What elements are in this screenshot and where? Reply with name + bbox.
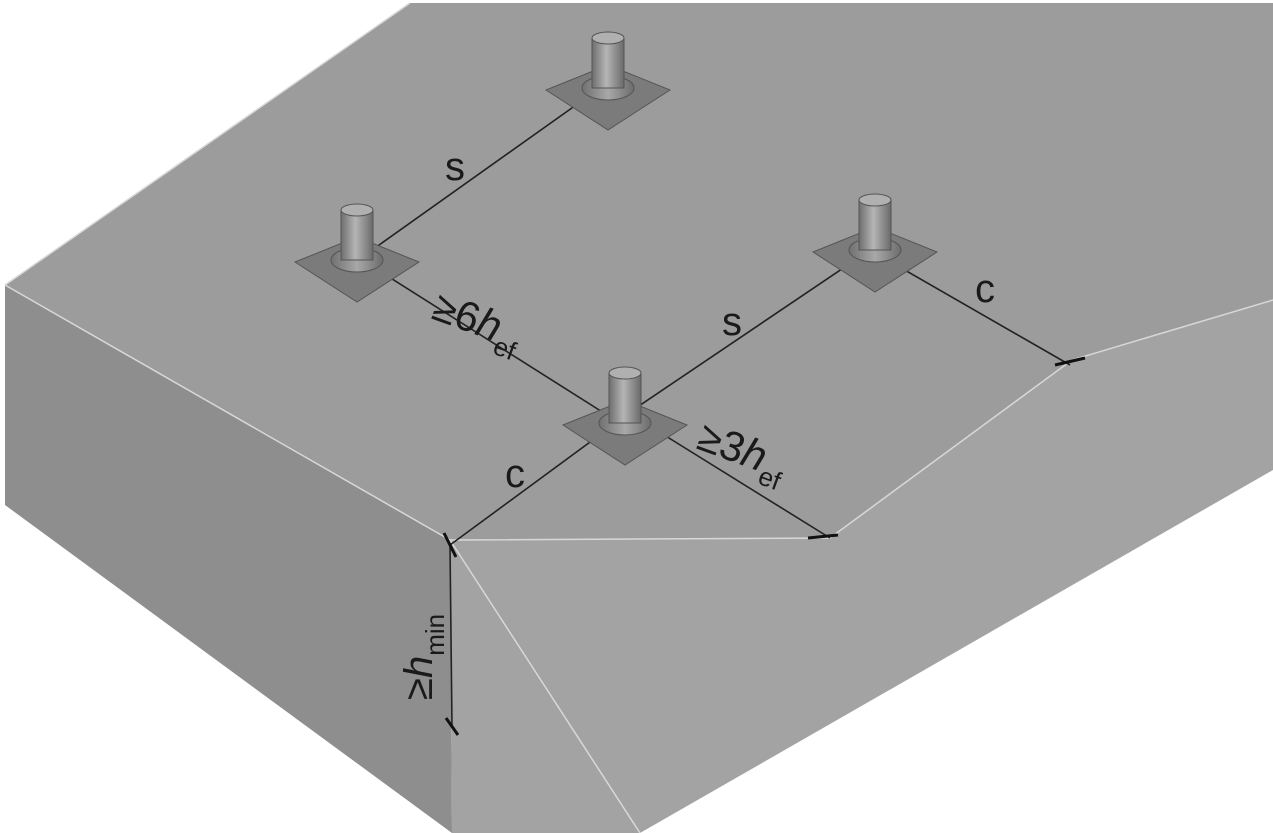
- label-hmin-sub: min: [420, 614, 450, 656]
- anchor-right: [811, 193, 939, 293]
- dim-line-6hef: [369, 264, 616, 421]
- svg-text:≥hmin: ≥hmin: [397, 614, 450, 700]
- dim-tick: [442, 532, 458, 558]
- dim-line-s-top: [364, 87, 601, 256]
- label-hmin-prefix: ≥: [397, 678, 441, 700]
- dim-tick: [807, 533, 839, 540]
- anchor-front: [561, 366, 689, 466]
- dim-line-3hef: [639, 419, 831, 539]
- slab-front-face: [450, 300, 1273, 833]
- anchor-top: [544, 31, 672, 131]
- label-hmin: ≥hmin: [397, 614, 450, 700]
- slab-left-face: [5, 285, 452, 833]
- slab-top-face: [5, 3, 1273, 540]
- label-s-top: s: [445, 145, 465, 189]
- anchor-left: [293, 203, 421, 303]
- label-s-right: s: [722, 300, 742, 344]
- label-c-front: c: [505, 452, 525, 496]
- dim-tick: [444, 717, 460, 736]
- slab-edge-back: [4, 2, 411, 286]
- slab-edge-top: [449, 299, 1273, 541]
- dim-line-s-right: [629, 249, 871, 413]
- label-c-right: c: [975, 267, 995, 311]
- dim-tick: [1054, 356, 1086, 367]
- dim-line-hmin: [449, 544, 453, 729]
- label-hmin-var: h: [397, 656, 441, 678]
